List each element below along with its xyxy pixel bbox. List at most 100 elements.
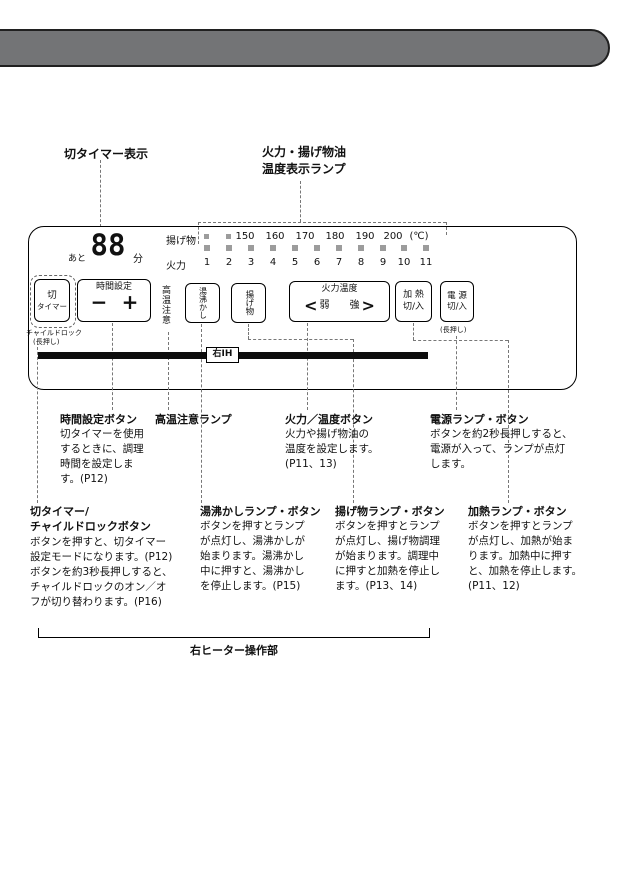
off-timer-button-line1: 切 xyxy=(47,289,57,301)
temp-tick: 200 xyxy=(383,231,403,242)
time-set-label: 時間設定 xyxy=(95,282,132,292)
level-lamp-square xyxy=(380,245,386,251)
callout-power-temp-title: 火力／温度ボタン xyxy=(285,413,373,426)
leader-heat-seg3 xyxy=(508,340,509,503)
callout-off-timer-title2: チャイルドロックボタン xyxy=(30,520,151,533)
leader-lamp-horizontal xyxy=(198,222,446,223)
power-temp-label: 火力温度 xyxy=(321,284,358,294)
timer-display-label: 切タイマー表示 xyxy=(64,147,149,161)
level-tick: 5 xyxy=(291,257,299,268)
fry-lamp-square xyxy=(226,234,231,239)
bracket-left-tick xyxy=(38,628,39,637)
heat-button[interactable]: 加 熱 切/入 xyxy=(395,281,432,322)
off-timer-button-line2: タイマー xyxy=(37,301,67,311)
level-tick: 3 xyxy=(247,257,255,268)
fry-button[interactable]: 揚げ物 xyxy=(231,283,266,323)
heat-button-line1: 加 熱 xyxy=(403,290,424,301)
lamp-display-label-line2: 温度表示ランプ xyxy=(262,162,346,176)
power-button[interactable]: 電 源 切/入 xyxy=(440,281,474,322)
leader-heat-seg2 xyxy=(413,340,508,341)
level-lamp-square xyxy=(423,245,429,251)
power-button-line1: 電 源 xyxy=(447,290,467,301)
leader-power-temp xyxy=(307,323,308,410)
callout-power-temp-body: 火力や揚げ物油の 温度を設定します。 (P11、13) xyxy=(285,428,379,470)
level-lamp-square xyxy=(248,245,254,251)
lamp-display-label-line1: 火力・揚げ物油 xyxy=(262,145,347,159)
high-temp-caution-lamp: 高温注意 xyxy=(160,285,170,325)
child-lock-dashed-outline xyxy=(30,275,76,328)
leader-lamp-display xyxy=(300,181,301,222)
level-tick: 9 xyxy=(379,257,387,268)
level-tick: 4 xyxy=(269,257,277,268)
leader-fry-seg3 xyxy=(353,339,354,503)
timer-display-unit: 分 xyxy=(133,254,143,265)
level-lamp-square xyxy=(270,245,276,251)
level-tick: 7 xyxy=(335,257,343,268)
right-ih-badge: 右IH xyxy=(206,347,239,363)
level-tick: 6 xyxy=(313,257,321,268)
temp-tick: 190 xyxy=(355,231,375,242)
control-panel-outline xyxy=(28,226,577,390)
temp-tick: 180 xyxy=(325,231,345,242)
leader-lamp-left-drop xyxy=(198,222,199,244)
page-header-bar xyxy=(0,29,610,67)
fry-lamp-square xyxy=(204,234,209,239)
leader-time-set xyxy=(112,323,113,410)
leader-high-temp xyxy=(168,332,169,410)
temp-tick: 170 xyxy=(295,231,315,242)
callout-heat-title: 加熱ランプ・ボタン xyxy=(468,505,567,518)
fry-button-label: 揚げ物 xyxy=(243,290,254,316)
level-tick: 2 xyxy=(225,257,233,268)
timer-display-digits: 88 xyxy=(90,228,126,262)
callout-power-title: 電源ランプ・ボタン xyxy=(430,413,529,426)
callout-power-body: ボタンを約2秒長押しすると、 電源が入って、ランプが点灯 します。 xyxy=(430,428,573,470)
strong-label: 強 xyxy=(349,300,360,311)
callout-time-set-title: 時間設定ボタン xyxy=(60,413,137,426)
level-tick: 11 xyxy=(419,257,433,268)
child-lock-caption-line2: (長押し) xyxy=(33,338,60,346)
temp-tick: 150 xyxy=(235,231,255,242)
leader-heat-seg1 xyxy=(413,323,414,340)
bracket-line xyxy=(38,637,430,638)
off-timer-button[interactable]: 切 タイマー xyxy=(34,279,70,322)
temp-unit-tick: (℃) xyxy=(409,231,429,242)
decrease-arrow-icon[interactable]: < xyxy=(304,296,318,316)
leader-fry-seg1 xyxy=(248,324,249,339)
weak-label: 弱 xyxy=(319,300,330,311)
timer-display-prefix: あと xyxy=(68,254,87,264)
leader-fry-seg2 xyxy=(248,339,353,340)
level-lamp-square xyxy=(401,245,407,251)
power-temp-group[interactable]: 火力温度 < 弱 強 > xyxy=(289,281,390,322)
callout-off-timer-title1: 切タイマー/ xyxy=(30,505,90,518)
level-tick: 10 xyxy=(397,257,411,268)
level-lamp-square xyxy=(226,245,232,251)
level-lamp-square xyxy=(292,245,298,251)
callout-fry-title: 揚げ物ランプ・ボタン xyxy=(335,505,445,518)
level-lamp-square xyxy=(314,245,320,251)
leader-boil xyxy=(201,324,202,503)
leader-power xyxy=(456,336,457,410)
callout-time-set-body: 切タイマーを使用 するときに、調理 時間を設定しま す。(P12) xyxy=(60,428,144,485)
minus-button[interactable]: − xyxy=(90,290,108,314)
power-temp-controls: < 弱 強 > xyxy=(304,296,375,316)
leader-off-timer xyxy=(37,347,38,503)
child-lock-caption-line1: チャイルドロック xyxy=(26,329,82,337)
boil-button[interactable]: 湯沸かし xyxy=(185,283,220,323)
power-button-line2: 切/入 xyxy=(447,301,467,312)
callout-boil-body: ボタンを押すとランプ が点灯し、湯沸かしが 始まります。湯沸かし 中に押すと、湯… xyxy=(200,520,305,592)
temp-tick: 160 xyxy=(265,231,285,242)
leader-lamp-right-drop xyxy=(446,222,447,235)
power-button-caption: (長押し) xyxy=(440,326,467,334)
level-lamp-square xyxy=(358,245,364,251)
bracket-right-tick xyxy=(429,628,430,637)
increase-arrow-icon[interactable]: > xyxy=(361,296,375,316)
level-tick: 1 xyxy=(203,257,211,268)
plus-button[interactable]: + xyxy=(121,290,139,314)
callout-fry-body: ボタンを押すとランプ が点灯し、揚げ物調理 が始まります。調理中 に押すと加熱を… xyxy=(335,520,440,592)
bracket-label: 右ヒーター操作部 xyxy=(190,644,278,657)
callout-heat-body: ボタンを押すとランプ が点灯し、加熱が始ま ります。加熱中に押す と、加熱を停止… xyxy=(468,520,583,592)
level-lamp-square xyxy=(204,245,210,251)
lamp-display-label: 火力・揚げ物油 温度表示ランプ xyxy=(262,144,346,178)
power-row-label: 火力 xyxy=(166,261,186,272)
